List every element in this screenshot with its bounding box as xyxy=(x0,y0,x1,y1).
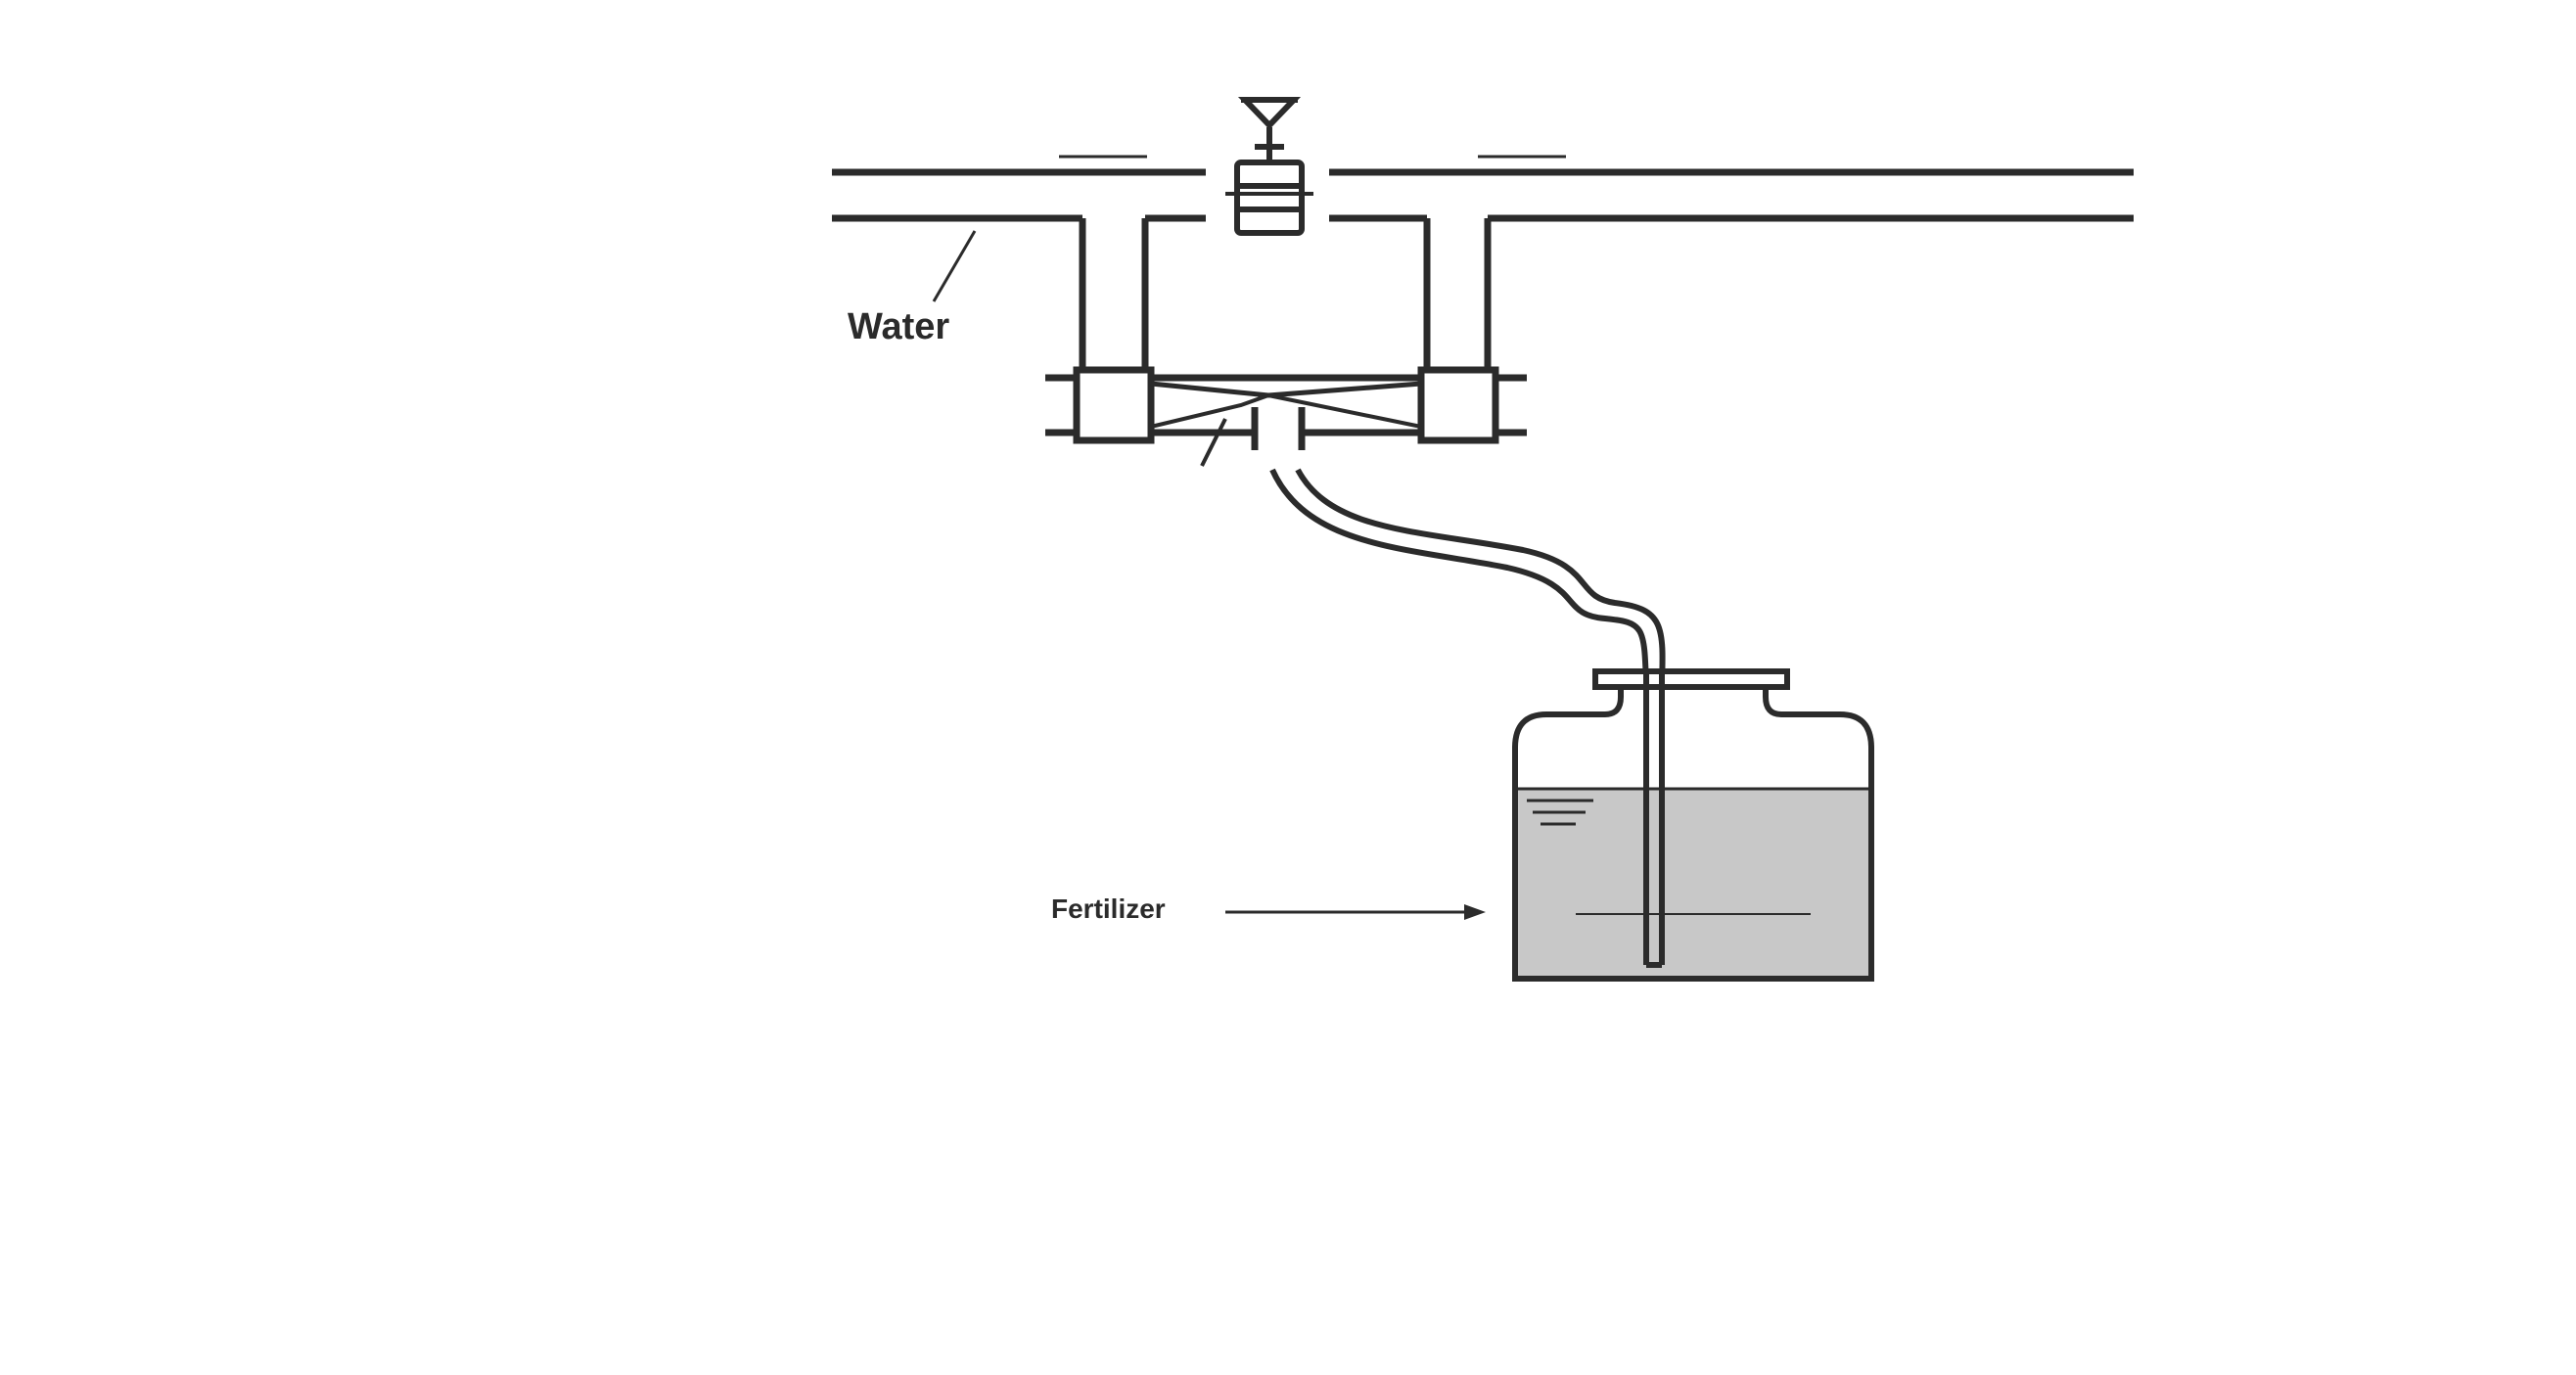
bypass-branches xyxy=(1079,218,1492,370)
water-pointer xyxy=(932,230,977,302)
fertilizer-arrow xyxy=(1225,904,1486,920)
fertilizer-label: Fertilizer xyxy=(1051,894,1166,924)
suction-hose xyxy=(1269,468,1666,686)
throttle-valve xyxy=(1225,97,1313,236)
fertilizer-liquid xyxy=(1515,789,1871,979)
fertilizer-tank xyxy=(1512,668,1874,982)
water-label: Water xyxy=(848,306,949,347)
venturi-injector xyxy=(1045,366,1527,467)
main-pipe xyxy=(832,155,2134,222)
